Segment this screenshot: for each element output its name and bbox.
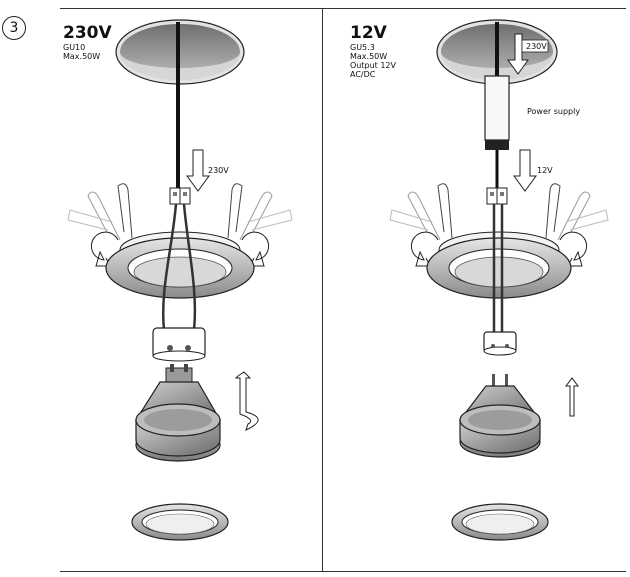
left-rotate-arrow-left [90, 231, 119, 267]
left-trim-ring [131, 503, 229, 541]
right-input-label-box [521, 39, 549, 53]
right-fixture-ring [426, 231, 572, 299]
power-supply [484, 75, 510, 150]
right-spec-current: AC/DC [350, 70, 376, 79]
right-rotate-arrow-left [410, 231, 439, 267]
left-spec-power: Max.50W [63, 52, 101, 61]
left-spring-clips [67, 183, 293, 241]
step-number: 3 [2, 16, 26, 40]
right-spec-output: Output 12V [350, 61, 396, 70]
left-twist-arrow [234, 371, 259, 431]
right-input-arrow [507, 33, 529, 75]
right-voltage-title: 12V [350, 23, 387, 43]
gu10-bulb [134, 364, 222, 462]
right-output-arrow [513, 149, 537, 192]
panel-divider [322, 8, 323, 572]
left-arrow-label: 230V [208, 166, 229, 175]
right-spec-power: Max.50W [350, 52, 388, 61]
gu10-socket [152, 327, 206, 362]
diagram-frame [60, 8, 626, 572]
left-socket-wires [161, 203, 197, 331]
right-trim-ring [451, 503, 549, 541]
left-voltage-title: 230V [63, 23, 112, 43]
right-input-label: 230V [526, 42, 547, 51]
left-rotate-arrow-right [241, 231, 270, 267]
gu53-socket [483, 331, 517, 356]
right-push-arrow [565, 377, 579, 417]
right-socket-wires [492, 204, 504, 334]
left-terminal-block [169, 187, 191, 205]
left-down-arrow [186, 149, 210, 192]
right-output-label: 12V [537, 166, 553, 175]
right-spring-clips [389, 183, 609, 241]
left-spec-socket: GU10 [63, 43, 86, 52]
right-rotate-arrow-right [559, 231, 588, 267]
right-spec-socket: GU5.3 [350, 43, 375, 52]
right-terminal-block [486, 187, 508, 205]
left-fixture-ring [105, 231, 255, 299]
power-supply-label: Power supply [527, 107, 581, 116]
gu53-bulb [458, 374, 542, 458]
